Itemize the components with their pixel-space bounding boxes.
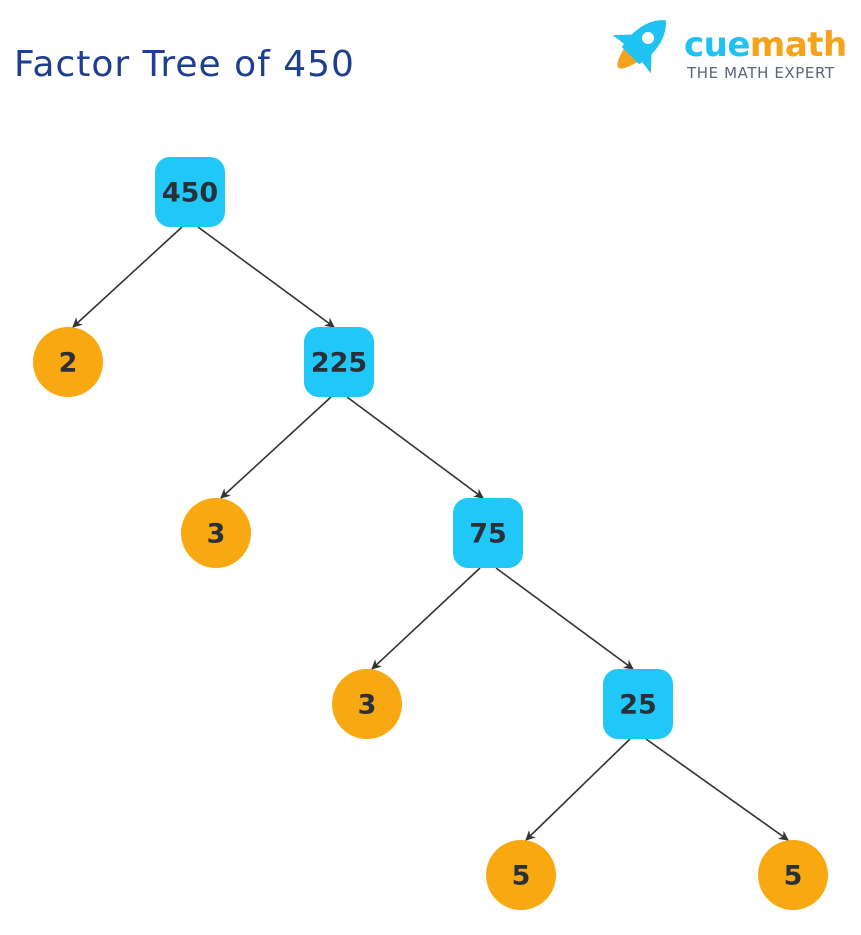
edge-450-to-2 xyxy=(72,226,183,328)
edge-225-to-3 xyxy=(220,396,332,499)
edge-25-to-5 xyxy=(525,738,631,841)
node-label: 5 xyxy=(784,861,803,892)
node-label: 225 xyxy=(311,348,367,379)
node-label: 75 xyxy=(469,519,507,550)
prime-node-3: 3 xyxy=(332,669,402,739)
brand-logo[interactable]: cuemath THE MATH EXPERT xyxy=(596,10,854,90)
edge-25-to-5 xyxy=(645,738,789,841)
prime-node-circle xyxy=(758,840,828,910)
page-title: Factor Tree of 450 xyxy=(14,44,355,85)
edge-225-to-75 xyxy=(346,396,484,499)
node-label: 3 xyxy=(358,690,377,721)
brand-tagline: THE MATH EXPERT xyxy=(687,64,835,82)
brand-name: cuemath xyxy=(684,28,847,62)
composite-node-box xyxy=(603,669,673,739)
node-label: 450 xyxy=(162,178,218,209)
node-label: 2 xyxy=(59,348,78,379)
rocket-icon xyxy=(612,20,666,74)
brand-name-part1: cue xyxy=(684,25,750,65)
edge-75-to-25 xyxy=(495,567,634,670)
prime-node-circle xyxy=(181,498,251,568)
composite-node-225: 225 xyxy=(304,327,374,397)
composite-node-box xyxy=(453,498,523,568)
node-label: 3 xyxy=(207,519,226,550)
prime-node-2: 2 xyxy=(33,327,103,397)
prime-node-circle xyxy=(332,669,402,739)
composite-node-450: 450 xyxy=(155,157,225,227)
prime-node-5: 5 xyxy=(486,840,556,910)
composite-node-25: 25 xyxy=(603,669,673,739)
edge-450-to-225 xyxy=(197,226,335,328)
composite-node-75: 75 xyxy=(453,498,523,568)
prime-node-5: 5 xyxy=(758,840,828,910)
composite-node-box xyxy=(155,157,225,227)
prime-node-circle xyxy=(486,840,556,910)
node-label: 5 xyxy=(512,861,531,892)
node-label: 25 xyxy=(619,690,657,721)
composite-node-box xyxy=(304,327,374,397)
brand-name-part2: math xyxy=(749,25,847,65)
prime-node-circle xyxy=(33,327,103,397)
edge-75-to-3 xyxy=(371,567,481,670)
prime-node-3: 3 xyxy=(181,498,251,568)
